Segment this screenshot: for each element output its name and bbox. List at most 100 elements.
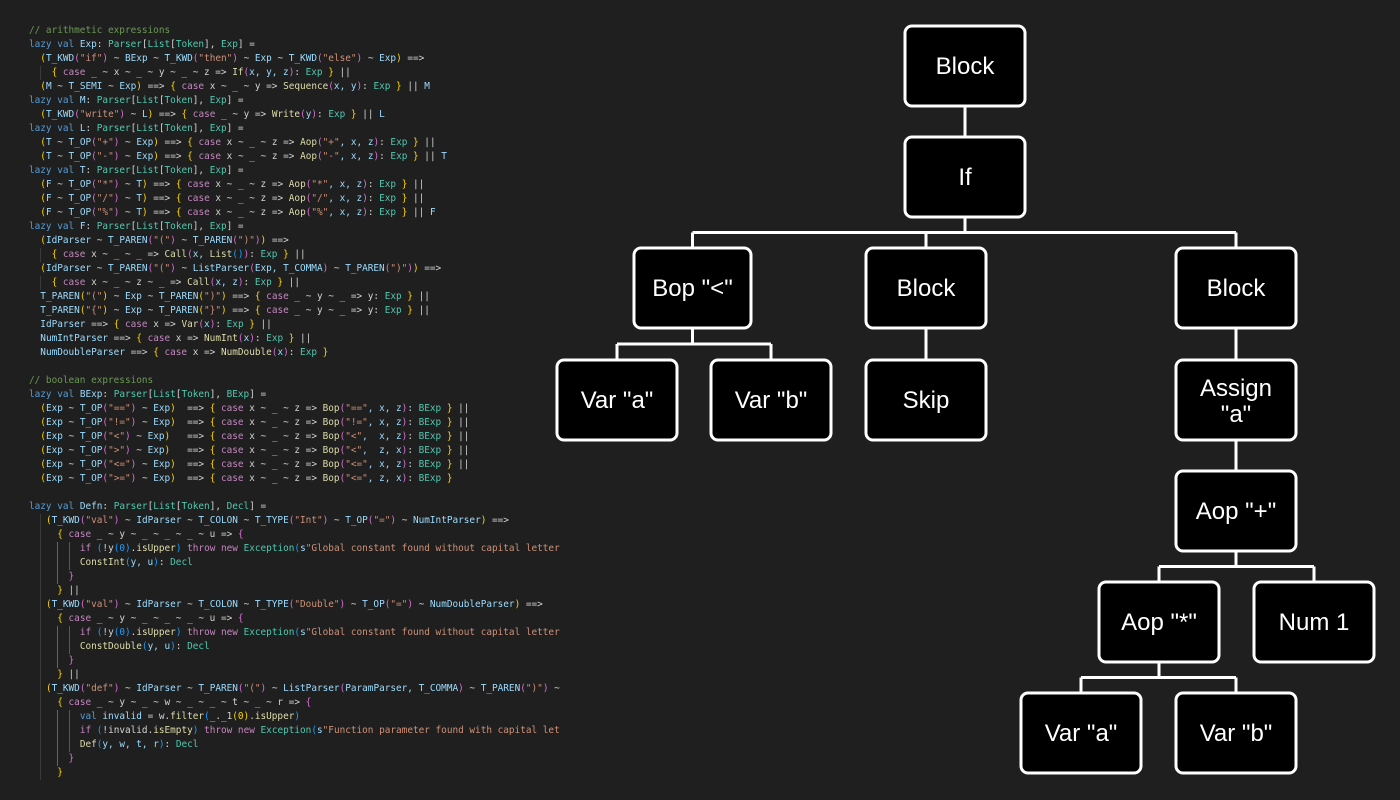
code-line: (M ~ T_SEMI ~ Exp) ==> { case x ~ _ ~ y …	[29, 80, 560, 94]
code-token: )	[147, 109, 154, 120]
code-token: lazy val	[29, 39, 80, 50]
code-token: :	[96, 39, 109, 50]
code-token: ==>	[226, 291, 255, 302]
code-token: ~	[119, 683, 137, 694]
code-token: ~	[119, 179, 137, 190]
code-line: T_PAREN("(") ~ Exp ~ T_PAREN(")") ==> { …	[29, 290, 560, 304]
code-token: (	[384, 599, 391, 610]
code-token: ==>	[141, 81, 171, 92]
code-token: x, y	[333, 81, 357, 92]
code-token: {	[209, 445, 216, 456]
code-token: :	[85, 165, 97, 176]
code-token: ~	[136, 473, 154, 484]
code-token: T_PAREN	[108, 235, 148, 246]
code-token: }	[390, 81, 402, 92]
tree-node-if: If	[903, 135, 1027, 219]
code-token: )	[356, 53, 363, 64]
tree-node-aop-plus: Aop "+"	[1174, 469, 1298, 553]
code-token: (	[237, 333, 244, 344]
code-token: ==>	[486, 515, 509, 526]
code-line: // boolean expressions	[29, 374, 560, 388]
code-token: case	[175, 81, 205, 92]
code-token: "*"	[96, 179, 114, 190]
code-token: {	[254, 291, 261, 302]
code-token: Exp	[45, 445, 63, 456]
code-token: ~	[328, 515, 346, 526]
code-line: (Exp ~ T_OP("!=") ~ Exp) ==> { case x ~ …	[29, 416, 560, 430]
code-token: Bop	[322, 431, 340, 442]
code-token: }	[407, 151, 419, 162]
code-token: case	[181, 179, 210, 190]
code-token: )	[113, 599, 120, 610]
code-token: case	[141, 333, 171, 344]
code-token: Aop	[300, 151, 317, 162]
tree-edge	[1157, 551, 1316, 582]
code-token: ~	[175, 235, 193, 246]
code-token: (	[74, 53, 80, 64]
tree-node-box	[903, 24, 1027, 108]
code-token: (	[91, 151, 97, 162]
code-token: T_PAREN	[192, 235, 233, 246]
code-token: ==>	[158, 151, 188, 162]
code-token: )	[153, 151, 159, 162]
code-token: (	[339, 417, 346, 428]
tree-node-bop: Bop "<"	[632, 246, 753, 330]
code-token: :	[164, 739, 176, 750]
tree-node-var-a-1: Var "a"	[555, 358, 679, 442]
code-token: }	[57, 669, 63, 680]
code-token: T_OP	[68, 207, 92, 218]
code-token: (	[243, 67, 250, 78]
code-token: case	[215, 431, 244, 442]
indent-guide	[57, 654, 59, 668]
code-token: ||	[418, 151, 442, 162]
code-token: BExp	[418, 403, 442, 414]
code-token: case	[57, 277, 86, 288]
code-token: (	[367, 515, 374, 526]
indent-guide	[40, 584, 42, 598]
code-token: "<"	[345, 445, 363, 456]
code-token: ~	[181, 683, 199, 694]
code-token: "%"	[311, 207, 329, 218]
code-token: }	[441, 473, 453, 484]
code-token: Exp	[209, 165, 227, 176]
code-token: List	[147, 39, 171, 50]
code-token: }	[401, 291, 413, 302]
tree-node-assign: Assign"a"	[1174, 358, 1298, 442]
code-token: lazy val	[29, 165, 80, 176]
code-token: case	[62, 697, 92, 708]
code-token: {	[57, 529, 63, 540]
code-token: BExp	[418, 445, 442, 456]
code-token: isEmpty	[153, 725, 193, 736]
code-token: ||	[62, 585, 80, 596]
code-token: )	[401, 403, 408, 414]
code-token: , x, z	[362, 431, 402, 442]
code-token: T_SEMI	[68, 81, 103, 92]
code-token: T_PAREN	[40, 305, 80, 316]
code-token: (	[305, 193, 312, 204]
code-token: "else"	[322, 53, 357, 64]
code-token: T	[136, 193, 142, 204]
code-token: "<="	[345, 459, 368, 470]
indent-guide	[57, 710, 59, 724]
code-token: ==>	[175, 417, 210, 428]
code-token: "-"	[96, 151, 114, 162]
code-token: Exp	[266, 333, 284, 344]
code-token: Exp	[379, 193, 397, 204]
code-token: ")"	[237, 235, 255, 246]
code-token: {	[153, 347, 159, 358]
code-token: Exp	[147, 431, 165, 442]
code-line: T_PAREN("{") ~ Exp ~ T_PAREN("}") ==> { …	[29, 304, 560, 318]
code-token: }	[68, 655, 75, 666]
code-line: (Exp ~ T_OP("<=") ~ Exp) ==> { case x ~ …	[29, 458, 560, 472]
code-token: )	[407, 599, 413, 610]
code-token: x	[277, 347, 284, 358]
code-line: }	[29, 752, 560, 766]
code-token: (	[96, 739, 103, 750]
tree-node-label: Aop "*"	[1121, 609, 1197, 636]
code-token: [	[175, 501, 182, 512]
code-token: ||	[333, 67, 351, 78]
tree-node-box	[864, 358, 988, 442]
code-token: )	[158, 739, 165, 750]
